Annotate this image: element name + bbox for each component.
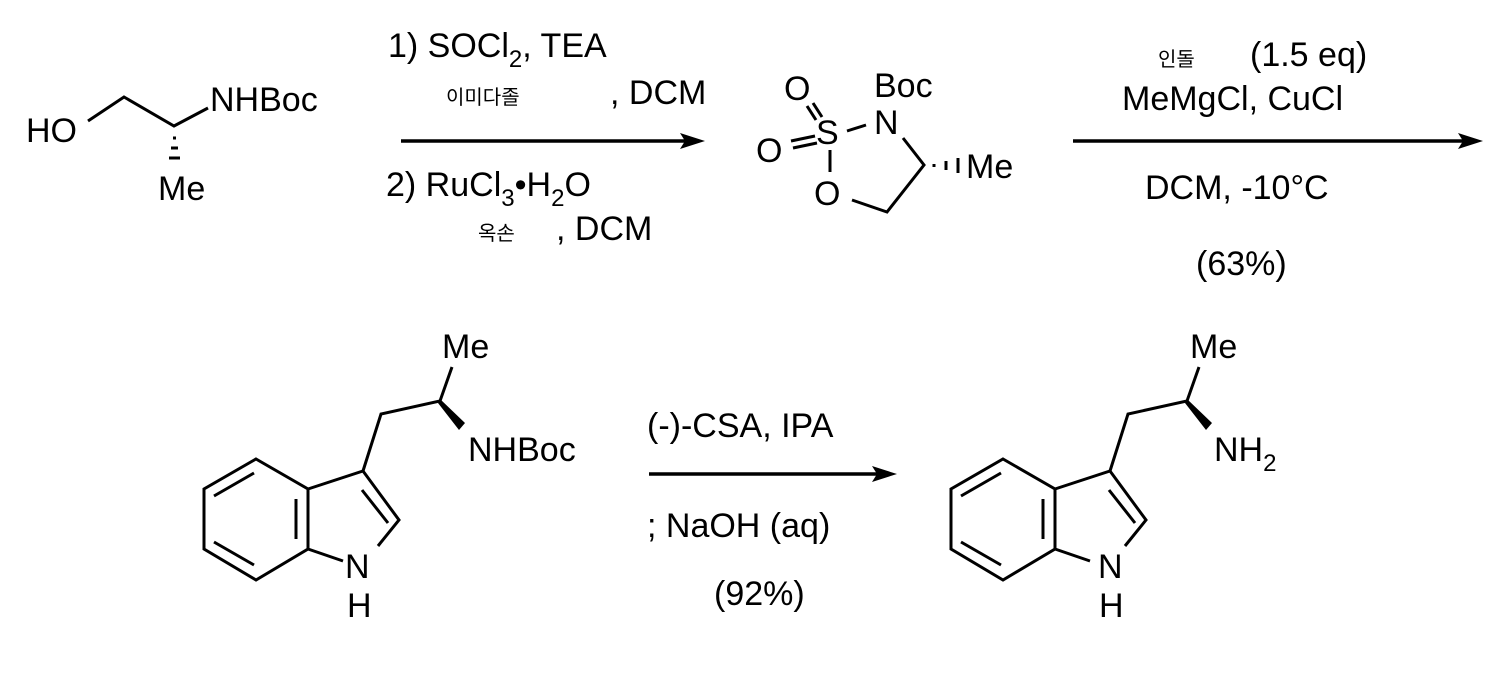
c4-pyrrole-bond-n (1054, 547, 1091, 563)
c3-benzene-ring (202, 457, 310, 582)
c3-side-chain (361, 366, 454, 472)
c1-backbone-bonds (87, 95, 209, 128)
c4-benzene-ring (949, 457, 1057, 582)
step2-yield: (63%) (1196, 245, 1287, 283)
c1-ho-label: HO (26, 112, 77, 150)
step1-line4-dcm: , DCM (556, 210, 652, 248)
c2-o-ring-label: O (814, 175, 840, 213)
c2-so-bond-left-a (790, 134, 816, 143)
c3-pyrrole-bond-n (307, 547, 344, 563)
c3-nhboc-label: NHBoc (468, 431, 576, 469)
c3-aromatic-inner-2 (213, 540, 255, 567)
c3-aromatic-inner-1 (213, 471, 255, 498)
c4-aromatic-inner-2 (960, 540, 1002, 567)
c4-n-label: N (1098, 548, 1123, 586)
step1-line1: 1) SOCl2, TEA (388, 27, 607, 73)
compound-3-boc-amt: Me NHBoc N H (202, 328, 576, 625)
c3-pyrrole-double-inner (360, 489, 390, 524)
c1-nhboc-label: NHBoc (210, 81, 318, 119)
step2-line2: MeMgCl, CuCl (1122, 80, 1343, 118)
c2-so-bond-top-b (811, 102, 824, 118)
compound-4-amt: Me NH2 N H (949, 328, 1276, 625)
arrow-2-head-icon (1458, 133, 1483, 149)
c4-me-label: Me (1190, 328, 1237, 366)
c4-pyrrole-bonds-a (1054, 469, 1148, 547)
c4-nh2-label: NH2 (1214, 431, 1276, 477)
c3-me-label: Me (442, 328, 489, 366)
c1-me-label: Me (158, 170, 205, 208)
c4-aromatic-inner-1 (960, 471, 1002, 498)
arrow-3-head-icon (872, 466, 897, 482)
c2-sn-bond (846, 123, 867, 133)
arrow-1-head-icon (680, 133, 705, 149)
c2-ring-bonds (851, 137, 926, 214)
c2-me-label: Me (966, 148, 1013, 186)
step3-line1: (-)-CSA, IPA (647, 407, 834, 445)
c2-o-top-label: O (784, 70, 810, 108)
compound-1-boc-alaninol: HO NHBoc Me (26, 81, 318, 208)
c2-hashed-wedge (932, 158, 960, 173)
step1-imidazole-korean: 이미다졸 (446, 85, 520, 109)
c4-pyrrole-double-inner (1107, 489, 1137, 524)
step-2: 인돌 (1.5 eq) MeMgCl, CuCl DCM, -10°C (63%… (1073, 36, 1483, 283)
step2-line3: DCM, -10°C (1145, 169, 1329, 207)
c4-side-chain (1108, 366, 1201, 472)
step1-line3: 2) RuCl3•H2O (386, 166, 591, 212)
step3-yield: (92%) (714, 575, 805, 613)
c2-o-left-label: O (756, 132, 782, 170)
step1-line2-dcm: , DCM (610, 74, 706, 112)
c2-boc-label: Boc (874, 67, 933, 105)
step1-oxone-korean: 옥손 (478, 221, 515, 245)
c2-n-label: N (874, 104, 899, 142)
step2-indole-korean: 인돌 (1158, 47, 1195, 71)
c2-so-bond-left-b (792, 141, 818, 150)
c4-h-label: H (1099, 587, 1124, 625)
step3-line2: ; NaOH (aq) (647, 507, 830, 545)
c2-so-bond-top-a (805, 105, 818, 121)
step-1: 1) SOCl2, TEA 이미다졸 , DCM 2) RuCl3•H2O 옥손… (386, 27, 706, 248)
compound-2-sulfamidate: O Boc N S O O Me (756, 67, 1013, 214)
c2-s-label: S (816, 114, 839, 152)
c3-solid-wedge (438, 399, 465, 430)
c3-pyrrole-bonds-a (307, 469, 401, 547)
c1-hashed-wedge (169, 136, 180, 160)
c3-n-label: N (345, 548, 370, 586)
step2-line1-eq: (1.5 eq) (1250, 36, 1367, 74)
step-3: (-)-CSA, IPA ; NaOH (aq) (92%) (647, 407, 897, 613)
c4-solid-wedge (1185, 399, 1212, 430)
c3-h-label: H (347, 587, 372, 625)
